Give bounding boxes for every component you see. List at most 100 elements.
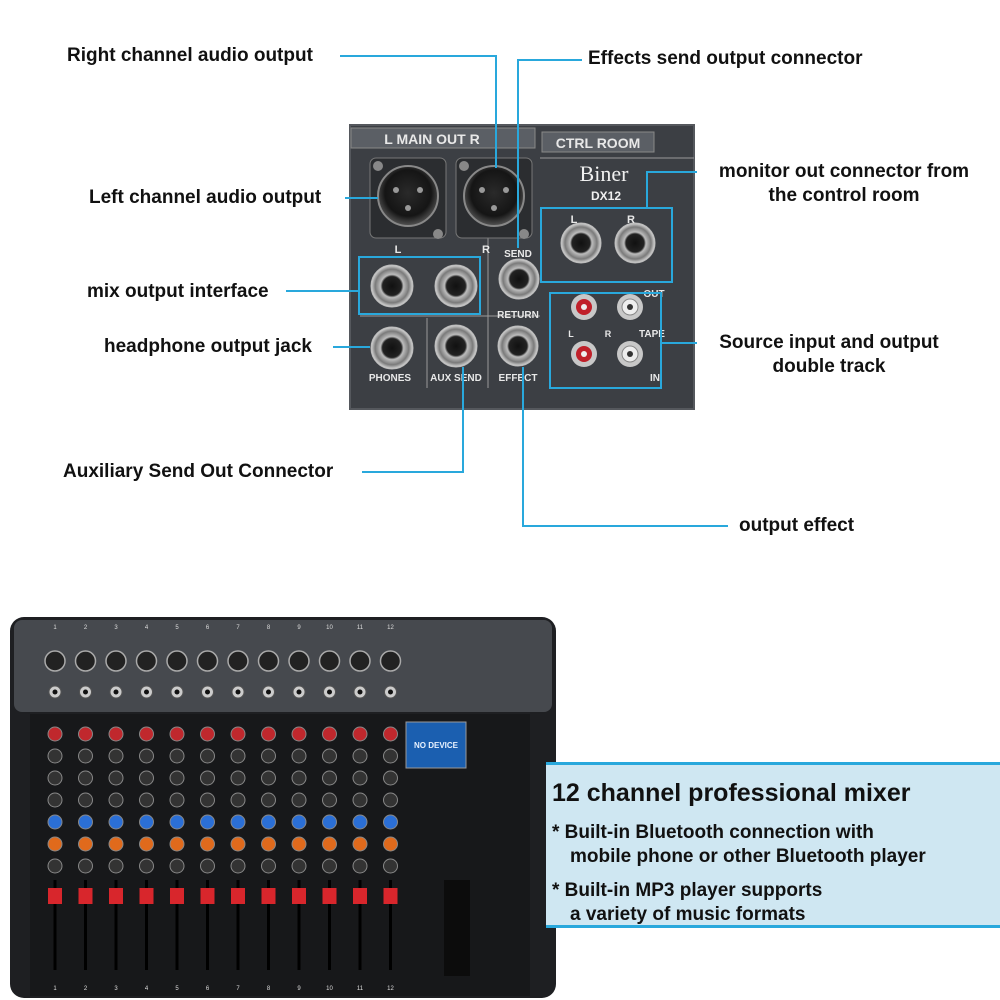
- knob[interactable]: [383, 836, 398, 852]
- knob[interactable]: [291, 748, 307, 764]
- knob[interactable]: [291, 858, 307, 874]
- knob[interactable]: [261, 792, 276, 808]
- knob[interactable]: [352, 770, 368, 786]
- knob[interactable]: [78, 836, 93, 852]
- xlr-l-label: L: [395, 244, 402, 256]
- knob[interactable]: [261, 748, 276, 764]
- fader-knob[interactable]: [48, 888, 62, 904]
- knob[interactable]: [47, 748, 63, 764]
- knob[interactable]: [78, 726, 93, 742]
- knob[interactable]: [322, 770, 337, 786]
- knob[interactable]: [200, 814, 215, 830]
- knob[interactable]: [47, 792, 63, 808]
- knob[interactable]: [230, 814, 246, 830]
- knob[interactable]: [261, 858, 276, 874]
- knob[interactable]: [200, 858, 215, 874]
- knob[interactable]: [322, 858, 337, 874]
- knob[interactable]: [108, 726, 124, 742]
- knob[interactable]: [47, 836, 63, 852]
- fader-knob[interactable]: [231, 888, 245, 904]
- knob[interactable]: [139, 726, 154, 742]
- knob[interactable]: [261, 770, 276, 786]
- fader-knob[interactable]: [78, 888, 93, 904]
- knob[interactable]: [169, 814, 185, 830]
- knob[interactable]: [383, 858, 398, 874]
- knob[interactable]: [108, 792, 124, 808]
- knob[interactable]: [230, 792, 246, 808]
- knob[interactable]: [200, 748, 215, 764]
- fader-knob[interactable]: [261, 888, 276, 904]
- knob[interactable]: [352, 726, 368, 742]
- knob[interactable]: [322, 836, 337, 852]
- knob[interactable]: [383, 748, 398, 764]
- fader-knob[interactable]: [170, 888, 184, 904]
- knob[interactable]: [200, 836, 215, 852]
- connector-panel: L MAIN OUT R CTRL ROOM Biner DX12 L R: [349, 124, 695, 410]
- knob[interactable]: [352, 748, 368, 764]
- knob[interactable]: [230, 748, 246, 764]
- knob[interactable]: [261, 726, 276, 742]
- knob[interactable]: [47, 814, 63, 830]
- knob[interactable]: [47, 726, 63, 742]
- knob[interactable]: [139, 858, 154, 874]
- knob[interactable]: [291, 792, 307, 808]
- knob[interactable]: [383, 814, 398, 830]
- knob[interactable]: [291, 836, 307, 852]
- knob[interactable]: [200, 792, 215, 808]
- fader-knob[interactable]: [383, 888, 398, 904]
- knob[interactable]: [291, 814, 307, 830]
- knob[interactable]: [139, 770, 154, 786]
- knob[interactable]: [108, 814, 124, 830]
- info-item-bluetooth: * Built-in Bluetooth connection with mob…: [552, 821, 926, 869]
- knob[interactable]: [78, 770, 93, 786]
- knob[interactable]: [169, 770, 185, 786]
- knob[interactable]: [383, 792, 398, 808]
- knob[interactable]: [78, 858, 93, 874]
- knob[interactable]: [230, 836, 246, 852]
- knob[interactable]: [352, 814, 368, 830]
- knob[interactable]: [383, 726, 398, 742]
- knob[interactable]: [200, 726, 215, 742]
- knob[interactable]: [78, 792, 93, 808]
- knob[interactable]: [383, 770, 398, 786]
- knob[interactable]: [78, 814, 93, 830]
- knob[interactable]: [230, 726, 246, 742]
- knob[interactable]: [322, 748, 337, 764]
- knob[interactable]: [352, 858, 368, 874]
- knob[interactable]: [108, 748, 124, 764]
- knob[interactable]: [139, 814, 154, 830]
- channel-number-bottom: 6: [206, 986, 210, 992]
- knob[interactable]: [139, 748, 154, 764]
- knob[interactable]: [169, 748, 185, 764]
- knob[interactable]: [47, 858, 63, 874]
- fader-knob[interactable]: [139, 888, 154, 904]
- knob[interactable]: [169, 858, 185, 874]
- knob[interactable]: [169, 726, 185, 742]
- knob[interactable]: [169, 836, 185, 852]
- knob[interactable]: [261, 836, 276, 852]
- knob[interactable]: [139, 836, 154, 852]
- knob[interactable]: [291, 770, 307, 786]
- knob[interactable]: [169, 792, 185, 808]
- knob[interactable]: [47, 770, 63, 786]
- knob[interactable]: [322, 792, 337, 808]
- knob[interactable]: [291, 726, 307, 742]
- knob[interactable]: [230, 770, 246, 786]
- knob[interactable]: [108, 836, 124, 852]
- knob[interactable]: [139, 792, 154, 808]
- knob[interactable]: [322, 814, 337, 830]
- fader-knob[interactable]: [322, 888, 337, 904]
- knob[interactable]: [261, 814, 276, 830]
- knob[interactable]: [322, 726, 337, 742]
- knob[interactable]: [78, 748, 93, 764]
- fader-knob[interactable]: [109, 888, 123, 904]
- fader-knob[interactable]: [353, 888, 367, 904]
- knob[interactable]: [108, 858, 124, 874]
- knob[interactable]: [230, 858, 246, 874]
- knob[interactable]: [200, 770, 215, 786]
- knob[interactable]: [352, 836, 368, 852]
- knob[interactable]: [352, 792, 368, 808]
- fader-knob[interactable]: [292, 888, 306, 904]
- knob[interactable]: [108, 770, 124, 786]
- fader-knob[interactable]: [200, 888, 215, 904]
